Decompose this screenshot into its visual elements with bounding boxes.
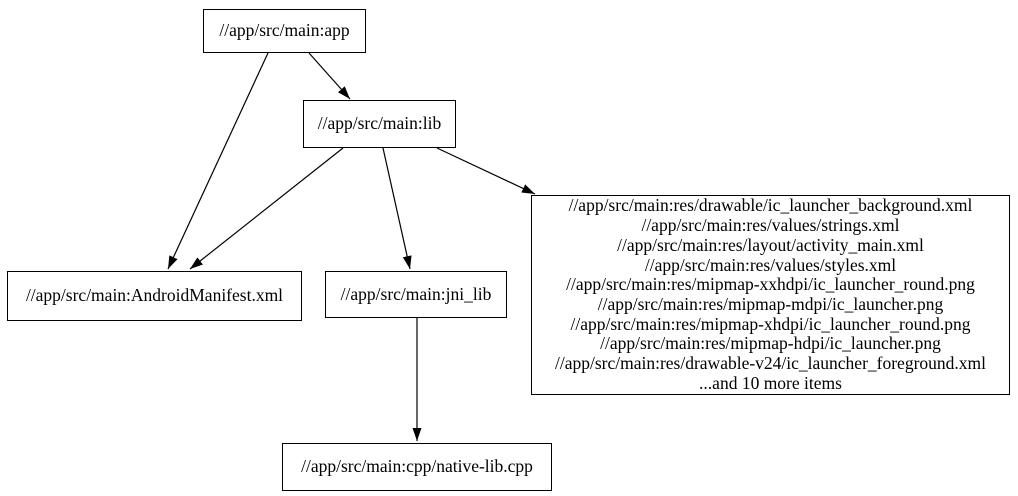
edge-app-to-lib: [308, 52, 351, 100]
res-file-item: //app/src/main:res/drawable-v24/ic_launc…: [554, 353, 987, 374]
graph-node-lib-label: //app/src/main:lib: [317, 113, 442, 134]
graph-node-android-manifest[interactable]: //app/src/main:AndroidManifest.xml: [7, 271, 302, 321]
res-file-item: //app/src/main:res/values/strings.xml: [641, 215, 900, 236]
edge-app-to-manifest: [167, 52, 269, 270]
res-file-item: //app/src/main:res/mipmap-xxhdpi/ic_laun…: [566, 274, 975, 295]
res-file-item: //app/src/main:res/mipmap-hdpi/ic_launch…: [600, 333, 941, 354]
graph-node-jni-lib[interactable]: //app/src/main:jni_lib: [325, 271, 507, 318]
graph-node-native-lib-cpp-label: //app/src/main:cpp/native-lib.cpp: [301, 456, 533, 477]
res-file-item: //app/src/main:res/values/styles.xml: [644, 254, 897, 275]
graph-node-lib[interactable]: //app/src/main:lib: [303, 100, 456, 148]
graph-node-android-manifest-label: //app/src/main:AndroidManifest.xml: [25, 285, 284, 306]
graph-node-app-label: //app/src/main:app: [219, 20, 350, 41]
graph-node-app[interactable]: //app/src/main:app: [203, 9, 366, 53]
edge-lib-to-res: [436, 147, 536, 195]
res-file-item: //app/src/main:res/layout/activity_main.…: [617, 234, 924, 255]
graph-node-native-lib-cpp[interactable]: //app/src/main:cpp/native-lib.cpp: [282, 443, 552, 491]
res-file-item: //app/src/main:res/mipmap-mdpi/ic_launch…: [597, 294, 944, 314]
graph-node-jni-lib-label: //app/src/main:jni_lib: [340, 283, 492, 304]
edge-lib-to-manifest: [189, 147, 344, 270]
res-file-item: //app/src/main:res/drawable/ic_launcher_…: [568, 195, 973, 216]
res-more-items: ...and 10 more items: [699, 372, 842, 393]
graph-node-res-files[interactable]: //app/src/main:res/drawable/ic_launcher_…: [531, 195, 1010, 395]
edge-lib-to-jni-lib: [382, 147, 412, 270]
res-file-item: //app/src/main:res/mipmap-xhdpi/ic_launc…: [570, 313, 971, 334]
